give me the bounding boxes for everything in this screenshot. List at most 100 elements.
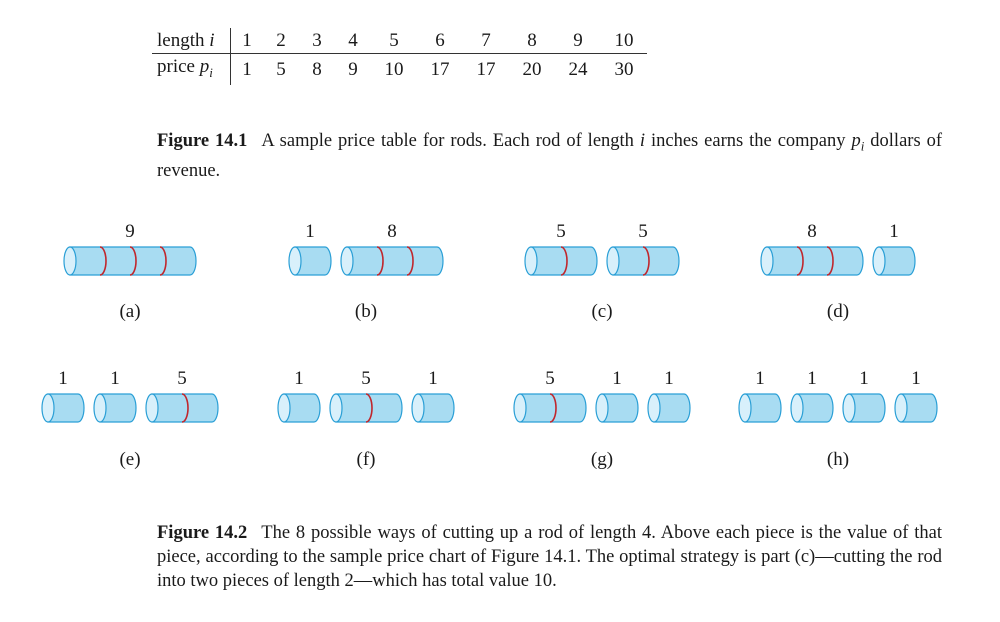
- piece-value: 1: [807, 368, 817, 389]
- price-var: pi: [199, 56, 213, 80]
- length-var: i: [209, 30, 215, 51]
- rod-piece: 1: [894, 368, 938, 423]
- caption1-var-p: pi: [851, 131, 865, 154]
- rod-end-cap: [411, 393, 425, 423]
- rod-end-cap: [595, 393, 609, 423]
- unit-mark: [99, 246, 107, 276]
- unit-mark: [181, 393, 189, 423]
- rod-body: [766, 246, 864, 276]
- cutting-label: (f): [357, 449, 376, 470]
- length-cell: 9: [555, 28, 601, 54]
- rod-body: [346, 246, 444, 276]
- unit-mark: [560, 246, 568, 276]
- unit-mark: [826, 246, 834, 276]
- piece-value: 5: [638, 221, 648, 242]
- rod-end-cap: [340, 246, 354, 276]
- caption1-var-i: i: [639, 131, 646, 151]
- rod-body: [744, 393, 782, 423]
- rod-piece: 1: [595, 368, 639, 423]
- rod-body: [417, 393, 455, 423]
- cutting-c: 5 5 (c): [524, 221, 680, 322]
- piece-value: 1: [294, 368, 304, 389]
- price-cell: 17: [430, 58, 450, 80]
- length-cell: 1: [230, 28, 263, 54]
- rod-piece: 5: [513, 368, 587, 423]
- cutting-g: 5 1 1 (g): [513, 368, 691, 470]
- cutting-label: (c): [591, 301, 612, 322]
- piece-value: 1: [889, 221, 899, 242]
- rod-piece: 1: [41, 368, 85, 423]
- price-cell: 30: [614, 58, 634, 80]
- price-cell: 8: [312, 58, 322, 80]
- rod-end-cap: [760, 246, 774, 276]
- length-cell: 4: [335, 28, 371, 54]
- unit-mark: [376, 246, 384, 276]
- caption2-text: The 8 possible ways of cutting up a rod …: [157, 523, 942, 591]
- length-cell: 10: [601, 28, 647, 54]
- piece-value: 5: [556, 221, 566, 242]
- cutting-label: (g): [591, 449, 613, 470]
- price-cell: 24: [568, 58, 588, 80]
- caption1-text-after: dollars of revenue.: [157, 131, 942, 181]
- unit-mark: [406, 246, 414, 276]
- piece-value: 1: [110, 368, 120, 389]
- price-row: price pi 1 5 8 9 10 17 17 20 24 30: [152, 53, 647, 85]
- price-cell: 10: [384, 58, 404, 80]
- rod-piece: 8: [760, 221, 864, 276]
- cutting-label: (b): [355, 301, 377, 322]
- rod-piece: 1: [411, 368, 455, 423]
- rod-end-cap: [288, 246, 302, 276]
- unit-mark: [129, 246, 137, 276]
- rod-end-cap: [63, 246, 77, 276]
- rod-body: [47, 393, 85, 423]
- rod-piece: 1: [872, 221, 916, 276]
- rod-piece: 1: [93, 368, 137, 423]
- rod-piece: 1: [790, 368, 834, 423]
- rod-body: [99, 393, 137, 423]
- unit-mark: [365, 393, 373, 423]
- caption1-text-before: A sample price table for rods. Each rod …: [261, 131, 640, 151]
- piece-value: 1: [58, 368, 68, 389]
- price-cell: 20: [522, 58, 542, 80]
- piece-value: 8: [807, 221, 817, 242]
- price-label: price: [157, 56, 195, 77]
- length-header: length i: [152, 28, 231, 54]
- rod-end-cap: [790, 393, 804, 423]
- price-cell: 17: [476, 58, 496, 80]
- cutting-label: (e): [119, 449, 140, 470]
- rod-piece: 1: [277, 368, 321, 423]
- figure-14-1-label: Figure 14.1: [157, 131, 248, 151]
- rod-end-cap: [872, 246, 886, 276]
- price-cell: 9: [348, 58, 358, 80]
- cutting-label: (a): [119, 301, 140, 322]
- rod-piece: 1: [842, 368, 886, 423]
- rod-piece: 1: [647, 368, 691, 423]
- length-label: length: [157, 30, 205, 51]
- rod-body: [294, 246, 332, 276]
- rod-end-cap: [894, 393, 908, 423]
- length-cell: 6: [417, 28, 463, 54]
- figure-14-1-caption: Figure 14.1 A sample price table for rods…: [157, 129, 942, 183]
- length-cell: 7: [463, 28, 509, 54]
- piece-value: 5: [545, 368, 555, 389]
- price-cell: 5: [276, 58, 286, 80]
- rod-piece: 5: [524, 221, 598, 276]
- rod-end-cap: [145, 393, 159, 423]
- price-cell: 1: [242, 58, 252, 80]
- cutting-label: (h): [827, 449, 849, 470]
- piece-value: 9: [125, 221, 135, 242]
- piece-value: 1: [859, 368, 869, 389]
- piece-value: 1: [612, 368, 622, 389]
- rod-body: [283, 393, 321, 423]
- unit-mark: [549, 393, 557, 423]
- figure-14-2-label: Figure 14.2: [157, 523, 248, 543]
- rod-end-cap: [606, 246, 620, 276]
- unit-mark: [642, 246, 650, 276]
